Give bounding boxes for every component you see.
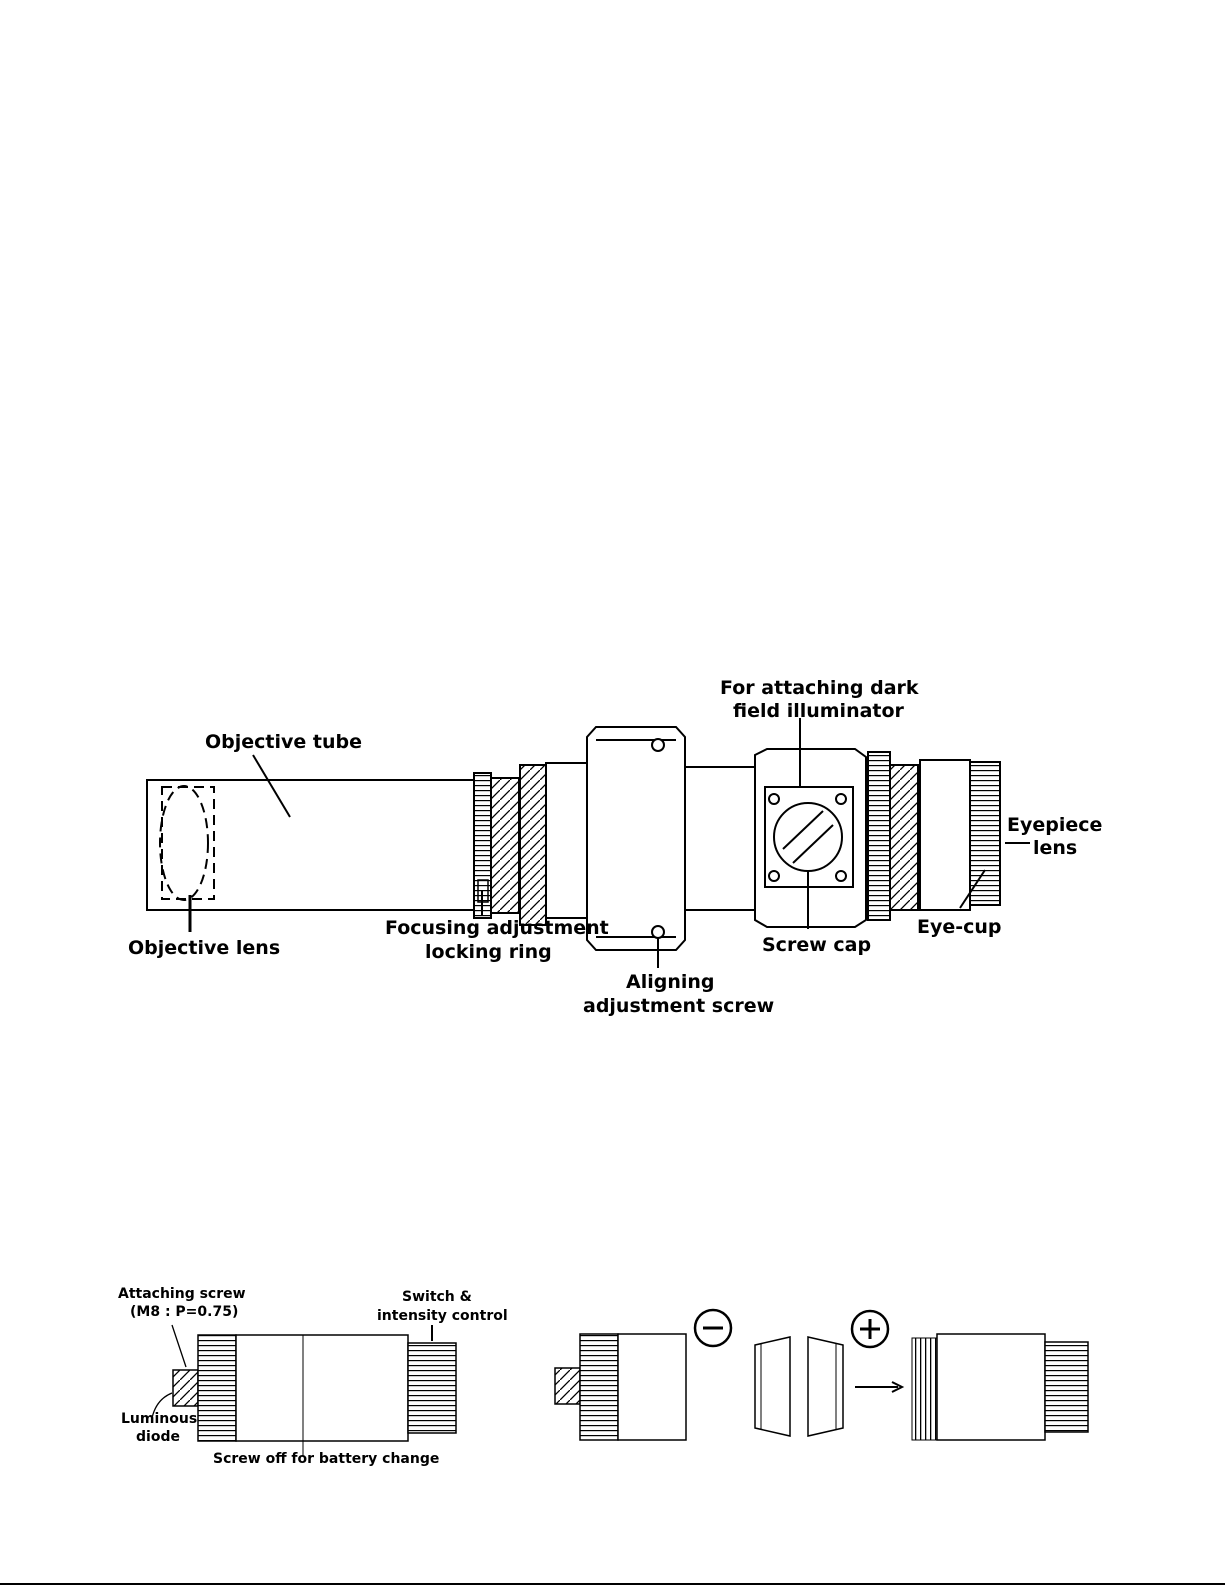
battery-drawing [555, 1310, 1088, 1440]
label-dark-field-1: For attaching dark [720, 677, 919, 699]
illuminator-switch-knurl [408, 1343, 456, 1433]
minus-sign-icon [695, 1310, 731, 1346]
battery-cell-1 [755, 1337, 790, 1436]
rear-thread [890, 765, 918, 910]
battery-cell-2 [808, 1337, 843, 1436]
label-aligning-2: adjustment screw [583, 995, 774, 1017]
plus-sign-icon [852, 1311, 888, 1347]
battery-diode-screw [555, 1368, 580, 1404]
label-eyepiece-2: lens [1033, 837, 1077, 859]
rear-ring [868, 752, 890, 920]
illuminator-body [236, 1335, 408, 1441]
label-objective-tube: Objective tube [205, 731, 362, 753]
eye-cup [970, 762, 1000, 905]
focusing-thread [491, 778, 519, 913]
label-eye-cup: Eye-cup [917, 916, 1002, 938]
label-attaching-2: (M8 : P=0.75) [130, 1304, 238, 1320]
label-focusing-1: Focusing adjustment [385, 917, 609, 939]
label-eyepiece-1: Eyepiece [1007, 814, 1102, 836]
label-screw-cap: Screw cap [762, 934, 871, 956]
label-attaching-1: Attaching screw [118, 1286, 246, 1302]
label-objective-lens: Objective lens [128, 937, 280, 959]
focusing-collar [520, 765, 546, 925]
eyepiece-body [920, 760, 970, 910]
screw-cap-head [774, 803, 842, 871]
battery-front-body [618, 1334, 686, 1440]
label-focusing-2: locking ring [425, 941, 552, 963]
middle-tube [685, 767, 755, 910]
label-screw-off: Screw off for battery change [213, 1451, 439, 1467]
battery-rear-body [937, 1334, 1045, 1440]
label-luminous-2: diode [136, 1429, 180, 1445]
upper-screw-hole [652, 739, 664, 751]
battery-rear-knurl [1045, 1342, 1088, 1432]
battery-rear-thread [912, 1338, 937, 1440]
right-arrow-icon [855, 1382, 902, 1392]
label-dark-field-2: field illuminator [733, 700, 905, 722]
luminous-diode-screw [173, 1370, 198, 1406]
aligning-screw-hole [652, 926, 664, 938]
label-switch-1: Switch & [402, 1289, 472, 1305]
label-switch-2: intensity control [377, 1308, 508, 1324]
illuminator-drawing [173, 1335, 456, 1441]
illuminator-front-knurl [198, 1335, 236, 1441]
battery-front-knurl [580, 1334, 618, 1440]
label-luminous-1: Luminous [121, 1411, 197, 1427]
label-aligning-1: Aligning [626, 971, 715, 993]
